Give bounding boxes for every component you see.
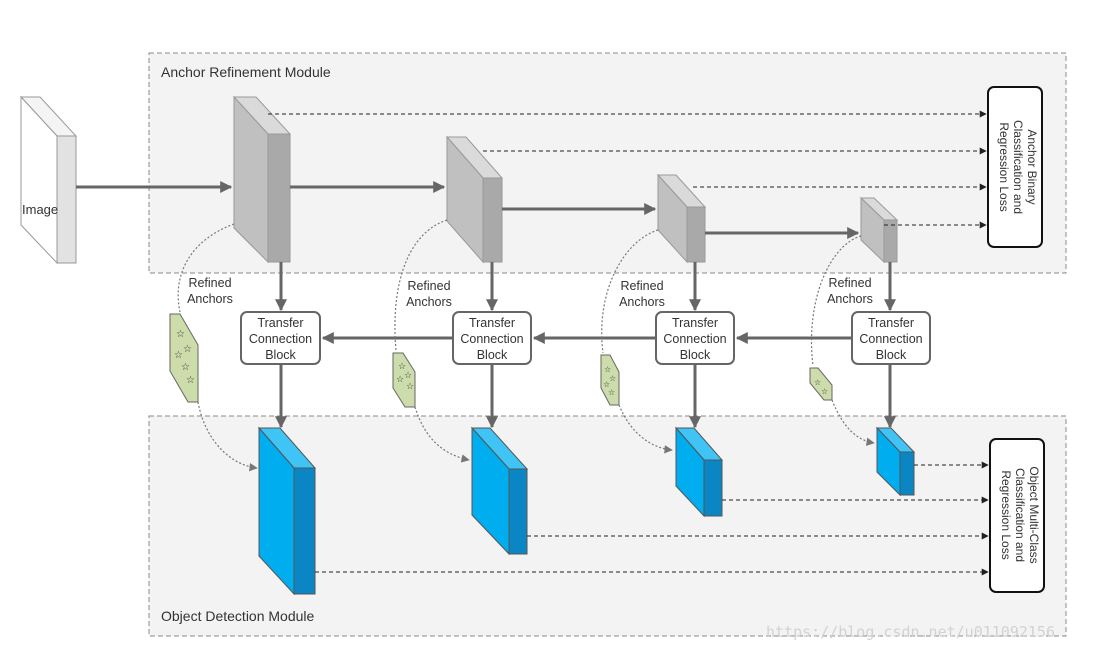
svg-text:Anchors: Anchors <box>406 295 452 309</box>
anchor-star-icon: ☆ <box>609 374 616 383</box>
tcb-label-line-1: Transfer <box>257 316 303 330</box>
tcb-label-line-1: Transfer <box>868 316 914 330</box>
refined-anchor-patch-1: ☆ ☆ ☆ ☆ ☆ <box>169 313 199 403</box>
anchor-refinement-module: Anchor Refinement Module <box>148 52 1067 274</box>
anchor-star-icon: ☆ <box>186 375 195 386</box>
arm-forward-arrows <box>76 181 860 239</box>
tcb-label-line-3: Block <box>477 348 508 362</box>
refined-anchor-patch-2: ☆ ☆ ☆ ☆ <box>392 352 416 408</box>
refined-anchors-label-4: Refined Anchors <box>827 276 873 306</box>
refined-anchor-flow-arrows <box>177 219 875 472</box>
anchor-star-icon: ☆ <box>608 388 615 397</box>
svg-text:Refined: Refined <box>828 276 871 290</box>
anchor-star-icon: ☆ <box>603 380 610 389</box>
arm-title: Anchor Refinement Module <box>161 64 331 80</box>
odm-feature-block-3 <box>674 426 724 518</box>
tcb-label-line-3: Block <box>265 348 296 362</box>
tcb-label-line-1: Transfer <box>672 316 718 330</box>
odm-loss-arrows <box>315 461 989 576</box>
refined-anchors-label-2: Refined Anchors <box>406 279 452 309</box>
tcb-label-line-2: Connection <box>460 332 523 346</box>
anchor-star-icon: ☆ <box>404 370 412 380</box>
arm-loss-line-3: Regression Loss <box>997 122 1011 211</box>
svg-text:Refined: Refined <box>620 279 663 293</box>
svg-text:Refined: Refined <box>188 276 231 290</box>
arm-feature-block-1 <box>232 95 292 264</box>
odm-loss-line-3: Regression Loss <box>999 470 1013 559</box>
tcb-label-line-3: Block <box>876 348 907 362</box>
tcb-1: Transfer Connection Block <box>240 311 321 365</box>
tcb-label-line-2: Connection <box>249 332 312 346</box>
odm-title: Object Detection Module <box>161 608 315 624</box>
odm-feature-block-4 <box>875 426 916 497</box>
refined-anchors-label-3: Refined Anchors <box>619 279 665 309</box>
anchor-star-icon: ☆ <box>604 365 611 374</box>
tcb-label-line-2: Connection <box>663 332 726 346</box>
svg-text:Anchors: Anchors <box>827 292 873 306</box>
watermark-url: https://blog.csdn.net/u011092156 <box>766 623 1055 641</box>
arm-feature-block-3 <box>656 173 707 264</box>
arm-loss-box: Anchor Binary Classification and Regress… <box>987 86 1043 248</box>
anchor-star-icon: ☆ <box>176 329 185 340</box>
tcb-2: Transfer Connection Block <box>452 311 532 365</box>
anchor-star-icon: ☆ <box>183 344 192 355</box>
anchor-star-icon: ☆ <box>398 361 406 371</box>
arm-loss-arrows <box>268 110 987 229</box>
odm-loss-box: Object Multi-Class Classification and Re… <box>989 438 1045 593</box>
refined-anchor-patch-3: ☆ ☆ ☆ ☆ <box>600 354 620 406</box>
tcb-label-line-2: Connection <box>859 332 922 346</box>
vertical-arrows <box>275 262 896 429</box>
anchor-star-icon: ☆ <box>174 350 183 361</box>
svg-text:Anchors: Anchors <box>619 295 665 309</box>
odm-loss-line-1: Object Multi-Class <box>1027 466 1041 563</box>
anchor-star-icon: ☆ <box>181 362 190 373</box>
arm-loss-line-2: Classification and <box>1011 120 1025 214</box>
tcb-4: Transfer Connection Block <box>851 311 931 365</box>
refined-anchor-patch-4: ☆ ☆ <box>809 367 833 401</box>
odm-loss-line-2: Classification and <box>1013 468 1027 562</box>
refined-anchors-label-1: Refined Anchors <box>187 276 233 306</box>
anchor-star-icon: ☆ <box>396 374 404 384</box>
anchor-star-icon: ☆ <box>814 378 821 387</box>
tcb-label-line-3: Block <box>680 348 711 362</box>
input-image-label: Image <box>22 202 58 217</box>
anchor-star-icon: ☆ <box>821 387 828 396</box>
odm-feature-block-1 <box>257 426 317 596</box>
arm-feature-block-4 <box>859 196 899 264</box>
arm-feature-block-2 <box>445 135 504 264</box>
arm-loss-line-1: Anchor Binary <box>1025 129 1039 204</box>
svg-text:Refined: Refined <box>407 279 450 293</box>
input-image: Image <box>19 95 78 265</box>
svg-text:Anchors: Anchors <box>187 292 233 306</box>
tcb-3: Transfer Connection Block <box>655 311 735 365</box>
odm-feature-block-2 <box>470 426 529 556</box>
tcb-label-line-1: Transfer <box>469 316 515 330</box>
anchor-star-icon: ☆ <box>406 381 414 391</box>
